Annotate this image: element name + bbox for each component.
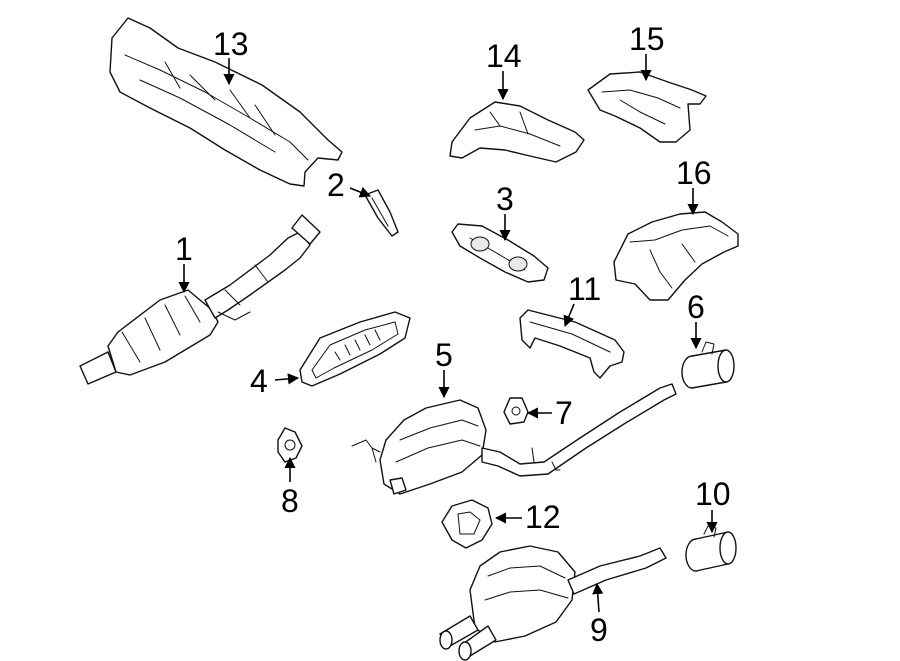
part-9-rear-muffler <box>439 545 667 661</box>
part-3-bracket <box>451 223 549 283</box>
part-6-clamp <box>681 341 735 389</box>
leader-2 <box>349 187 372 198</box>
callout-4: 4 <box>250 363 268 399</box>
callout-15: 15 <box>629 21 665 57</box>
callout-3: 3 <box>496 181 514 217</box>
part-4-exhaust-gasket <box>299 311 411 387</box>
part-15-heat-shield <box>587 71 707 143</box>
part-1-catalytic-converter <box>79 214 321 385</box>
part-12-bracket <box>441 499 493 549</box>
leader-4 <box>274 373 300 385</box>
callout-16: 16 <box>676 155 712 191</box>
part-10-clamp <box>685 525 737 572</box>
leader-9 <box>592 582 604 613</box>
callout-7: 7 <box>555 395 573 431</box>
callout-12: 12 <box>525 499 561 535</box>
part-5-center-muffler <box>351 383 677 495</box>
part-8-hanger <box>277 427 303 463</box>
callout-13: 13 <box>213 26 249 62</box>
part-7-hanger <box>503 397 529 425</box>
part-16-heat-shield <box>613 211 739 301</box>
callout-9: 9 <box>590 612 608 648</box>
part-14-heat-shield <box>449 101 585 163</box>
callout-numbers: 13 2 1 4 8 14 15 3 16 11 6 5 7 12 10 9 <box>175 21 731 648</box>
leader-lines <box>178 54 718 613</box>
callout-2: 2 <box>327 167 345 203</box>
part-2-gasket <box>364 189 399 237</box>
part-11-crossmember <box>519 309 625 379</box>
callout-8: 8 <box>281 483 299 519</box>
leader-11 <box>563 303 575 328</box>
callout-11: 11 <box>568 271 601 307</box>
callout-5: 5 <box>435 337 453 373</box>
callout-6: 6 <box>687 289 705 325</box>
callout-10: 10 <box>695 476 731 512</box>
callout-14: 14 <box>486 38 522 74</box>
callout-1: 1 <box>175 231 193 267</box>
part-13-heat-shield <box>109 17 343 187</box>
